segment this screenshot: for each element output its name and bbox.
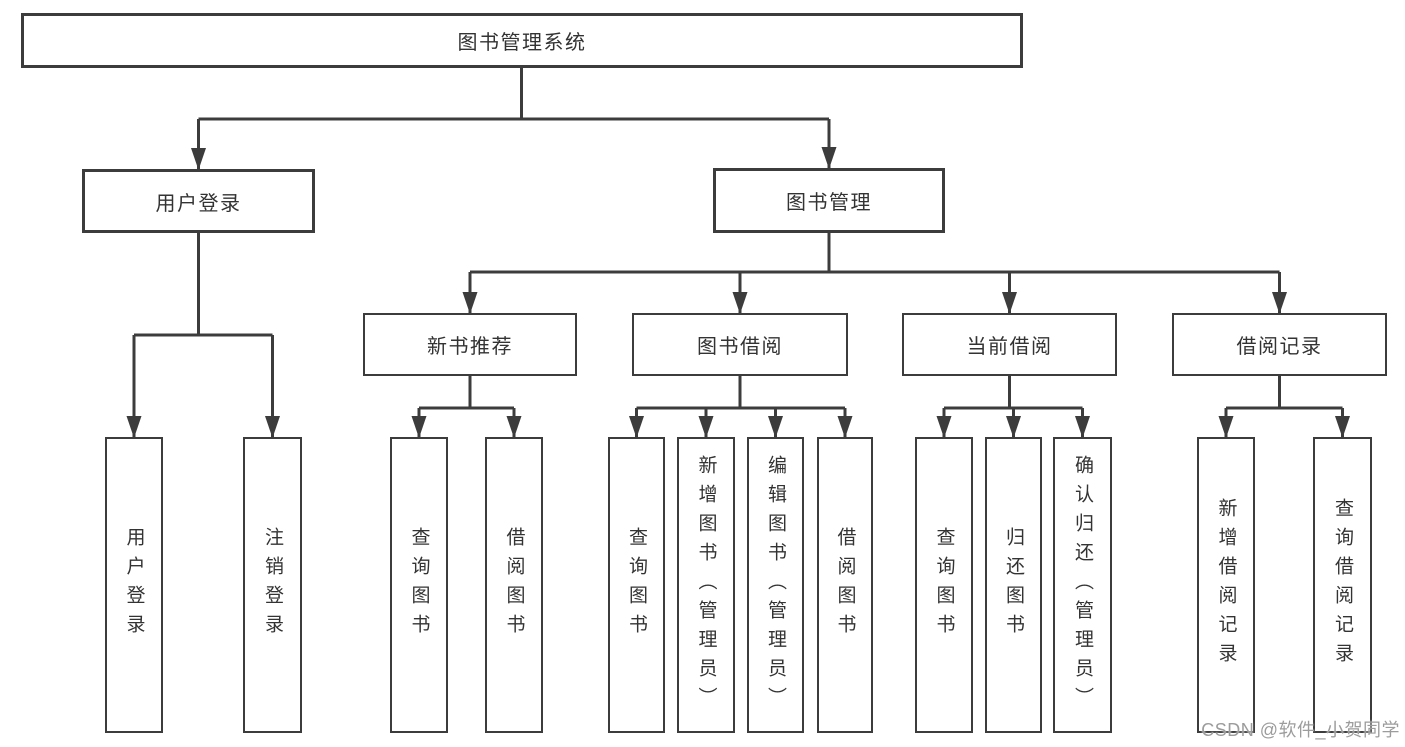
node-label: 图书管理系统 — [457, 32, 587, 54]
node-new-book-recommend: 新书推荐 — [363, 313, 577, 376]
leaf-label: 注销登录 — [262, 527, 283, 643]
node-label: 新书推荐 — [427, 336, 513, 358]
leaf-logout-login: 注销登录 — [243, 437, 302, 733]
leaf-add-book-admin: 新增图书（管理员） — [677, 437, 735, 733]
leaf-label: 查询借阅记录 — [1332, 498, 1353, 672]
leaf-label: 确认归还（管理员） — [1072, 454, 1093, 716]
node-label: 当前借阅 — [966, 336, 1053, 358]
connector-current-borrow-rail — [944, 376, 1083, 410]
leaf-label: 借阅图书 — [503, 527, 525, 643]
connector-lines — [126, 68, 1350, 438]
leaf-user-login: 用户登录 — [105, 437, 163, 733]
node-label: 图书借阅 — [697, 336, 783, 358]
leaf-confirm-return-admin: 确认归还（管理员） — [1053, 437, 1112, 733]
leaf-return-book: 归还图书 — [985, 437, 1042, 733]
node-book-management: 图书管理 — [713, 168, 945, 233]
node-root-system: 图书管理系统 — [21, 13, 1023, 68]
leaf-label: 查询图书 — [408, 527, 430, 643]
leaf-label: 新增图书（管理员） — [695, 454, 717, 716]
leaf-label: 编辑图书（管理员） — [765, 454, 786, 716]
connector-book-management-rail — [470, 233, 1280, 274]
leaf-borrow-book-recommend: 借阅图书 — [485, 437, 543, 733]
leaf-query-book-recommend: 查询图书 — [390, 437, 448, 733]
leaf-label: 新增借阅记录 — [1215, 498, 1237, 672]
node-user-login: 用户登录 — [82, 169, 315, 233]
connector-borrow-records-rail — [1226, 376, 1343, 410]
node-label: 图书管理 — [786, 192, 872, 214]
node-book-borrow: 图书借阅 — [632, 313, 848, 376]
leaf-borrow-book: 借阅图书 — [817, 437, 873, 733]
node-borrow-records: 借阅记录 — [1172, 313, 1387, 376]
connector-user-login-rail — [134, 233, 273, 337]
leaf-label: 查询图书 — [626, 527, 647, 643]
leaf-label: 查询图书 — [933, 527, 955, 643]
connector-root-rail — [198, 68, 829, 121]
leaf-edit-book-admin: 编辑图书（管理员） — [747, 437, 804, 733]
leaf-label: 借阅图书 — [834, 527, 856, 643]
leaf-label: 归还图书 — [1003, 527, 1024, 643]
leaf-add-borrow-record: 新增借阅记录 — [1197, 437, 1255, 733]
leaf-query-book-current: 查询图书 — [915, 437, 973, 733]
node-label: 借阅记录 — [1236, 336, 1323, 358]
node-label: 用户登录 — [155, 192, 242, 215]
connector-new-book-rail — [419, 376, 514, 410]
leaf-query-book-borrow: 查询图书 — [608, 437, 665, 733]
csdn-watermark: CSDN @软件_小贺同学 — [1201, 720, 1400, 740]
leaf-query-borrow-record: 查询借阅记录 — [1313, 437, 1372, 733]
leaf-label: 用户登录 — [123, 527, 145, 643]
node-current-borrow: 当前借阅 — [902, 313, 1117, 376]
connector-book-borrow-rail — [636, 376, 845, 410]
